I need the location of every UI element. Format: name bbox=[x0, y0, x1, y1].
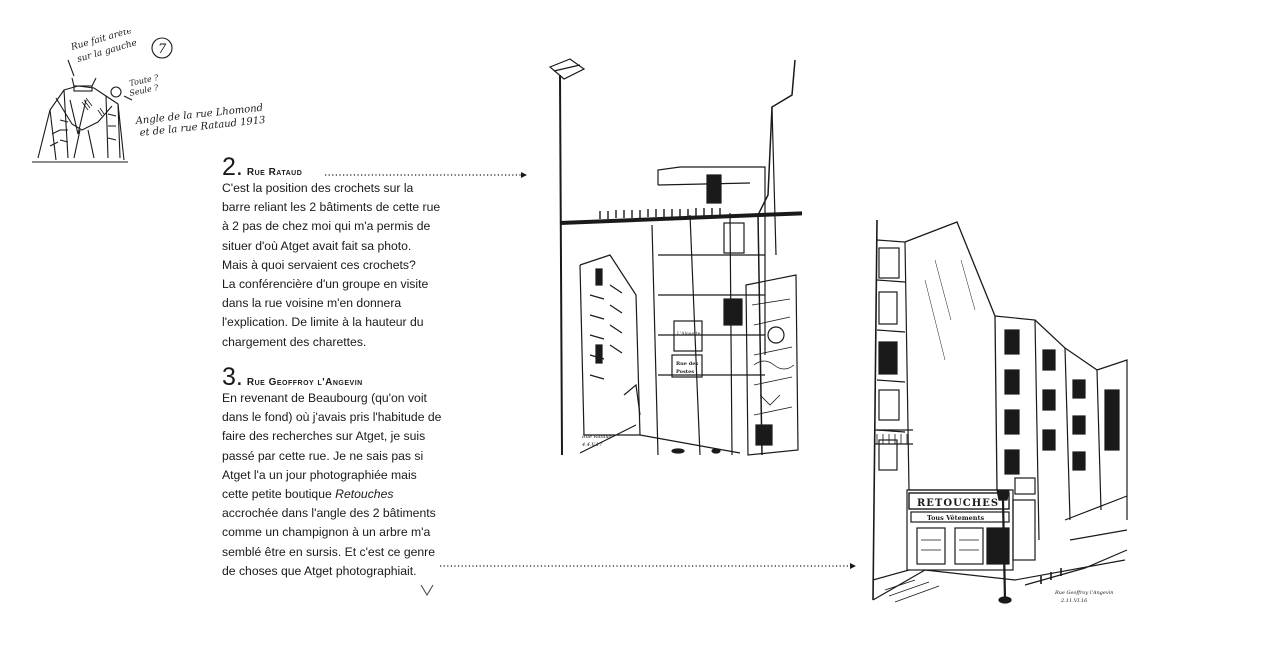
body-line: C'est la position des crochets sur la bbox=[222, 181, 414, 195]
annotation-sketch: Rue fait arête sur la gauche 7 Toute ? S… bbox=[32, 30, 266, 163]
section-body: En revenant de Beaubourg (qu'on voit dan… bbox=[222, 389, 462, 581]
body-line: dans la rue voisine m'en donnera bbox=[222, 296, 402, 311]
chevron-down-icon[interactable] bbox=[420, 583, 434, 597]
section-title: 2. Rue Rataud bbox=[222, 153, 462, 181]
body-line: semblé être en sursis. Et c'est ce genre bbox=[222, 544, 435, 559]
body-line: comme un champignon à un arbre m'a bbox=[222, 525, 431, 540]
body-line-prefix: cette petite boutique bbox=[222, 487, 336, 502]
sketch2-shop-sign: RETOUCHES bbox=[917, 498, 999, 509]
pointer-line-section-3 bbox=[440, 563, 856, 569]
body-line: passé par cette rue. Je ne sais pas si bbox=[222, 448, 424, 463]
section-rue-rataud: 2. Rue Rataud C'est la position des croc… bbox=[222, 155, 462, 352]
body-line: La conférencière d'un groupe en visite bbox=[222, 277, 429, 292]
section-rue-geoffroy: 3. Rue Geoffroy l'Angevin En revenant de… bbox=[222, 365, 462, 581]
annotation-circled-number: 7 bbox=[158, 42, 167, 57]
body-line: chargement des charettes. bbox=[222, 334, 367, 349]
body-line: à 2 pas de chez moi qui m'a permis de bbox=[222, 219, 431, 234]
sketch1-sign-text1: L'Alouette bbox=[677, 331, 701, 337]
body-line: barre reliant les 2 bâtiments de cette r… bbox=[222, 200, 441, 215]
sketch1-signature2: 4.4.V.17 bbox=[581, 442, 603, 448]
sketch2-signature2: 2.11.VI.16 bbox=[1060, 598, 1088, 604]
sketch-rue-rataud[interactable]: L'Alouette Rue des Postes Rue Rataud 4.4… bbox=[540, 55, 802, 460]
section-name: Rue Geoffroy l'Angevin bbox=[246, 377, 363, 388]
body-line: Mais à quoi servaient ces crochets? bbox=[222, 257, 416, 272]
body-line: l'explication. De limite à la hauteur du bbox=[222, 315, 424, 330]
sketch2-shop-sub: Tous Vêtements bbox=[927, 514, 985, 522]
body-line: faire des recherches sur Atget, je suis bbox=[222, 429, 426, 444]
section-number: 2. bbox=[222, 153, 243, 181]
body-line: accrochée dans l'angle des 2 bâtiments bbox=[222, 506, 436, 521]
sketch1-signature1: Rue Rataud bbox=[581, 434, 612, 440]
body-line: dans le fond) où j'avais pris l'habitude… bbox=[222, 410, 442, 425]
sketch1-sign-text2: Rue des bbox=[676, 361, 698, 367]
sketch1-sign-text3: Postes bbox=[676, 369, 694, 375]
pointer-line-section-2 bbox=[325, 172, 527, 178]
body-line-emphasis: Retouches bbox=[335, 487, 394, 502]
body-line: situer d'où Atget avait fait sa photo. bbox=[222, 238, 412, 253]
sketch2-signature1: Rue Geoffroy l'Angevin bbox=[1054, 590, 1113, 596]
section-name: Rue Rataud bbox=[246, 167, 303, 178]
body-line: de choses que Atget photographiait. bbox=[222, 563, 417, 578]
body-line: cette petite boutique Retouches bbox=[222, 487, 393, 501]
section-body: C'est la position des crochets sur la ba… bbox=[222, 179, 462, 352]
sketch-rue-geoffroy[interactable]: RETOUCHES Tous Vêtements Rue Geoffroy l'… bbox=[865, 220, 1135, 612]
section-number: 3. bbox=[222, 363, 243, 391]
body-line: En revenant de Beaubourg (qu'on voit bbox=[222, 391, 427, 405]
body-line: Atget l'a un jour photographiée mais bbox=[222, 467, 417, 482]
section-title: 3. Rue Geoffroy l'Angevin bbox=[222, 363, 462, 391]
